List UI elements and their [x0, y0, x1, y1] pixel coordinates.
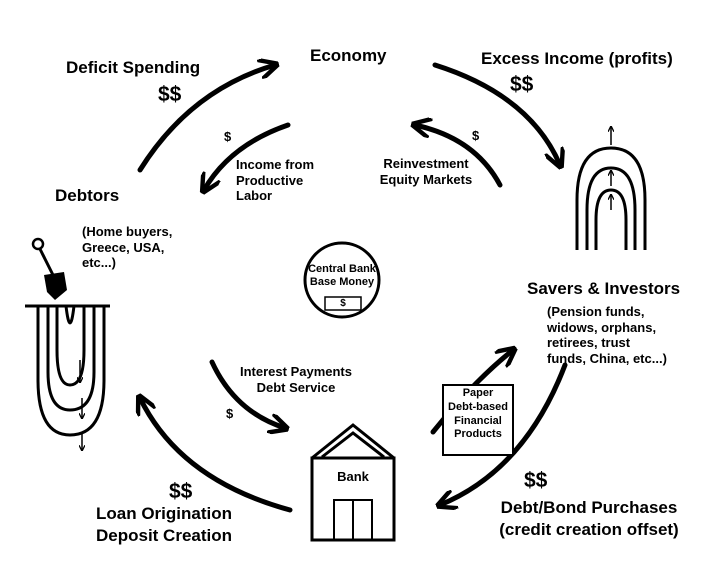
savers-examples: (Pension funds, widows, orphans, retiree…	[547, 304, 667, 366]
node-economy-label: Economy	[310, 46, 387, 65]
debtors-examples: (Home buyers, Greece, USA, etc...)	[82, 224, 173, 271]
interest-money-symbol: $	[226, 406, 234, 421]
central-bank-label: Central Bank Base Money	[308, 263, 376, 289]
shovel-icon	[31, 237, 67, 300]
paper-products-label: Paper Debt-based Financial Products	[448, 387, 508, 441]
savings-arch-icon	[575, 127, 647, 250]
reinvestment-label: Reinvestment Equity Markets	[379, 156, 473, 187]
deficit-spending-label: Deficit Spending	[66, 58, 201, 77]
arrow-loan-origination	[140, 398, 293, 513]
node-debtors-label: Debtors	[55, 186, 120, 205]
reinvestment-money-symbol: $	[472, 128, 480, 143]
interest-payments-label: Interest Payments Debt Service	[240, 364, 352, 395]
bond-money-symbol: $$	[524, 469, 548, 492]
node-bank-label: Bank	[337, 469, 369, 484]
node-savers-label: Savers & Investors	[527, 279, 681, 298]
excess-income-label: Excess Income (profits)	[481, 49, 673, 68]
arrow-excess-income	[432, 62, 560, 165]
bank-building-icon	[310, 423, 396, 542]
paper-products-box	[442, 384, 514, 456]
debt-hole-icon	[25, 304, 110, 450]
arrow-deficit-spending	[137, 65, 275, 173]
arrow-interest	[209, 359, 285, 428]
arrow-reinvestment	[415, 125, 503, 188]
deficit-money-symbol: $$	[158, 83, 182, 106]
loan-money-symbol: $$	[169, 480, 193, 503]
excess-money-symbol: $$	[510, 73, 534, 96]
loan-origination-label: Loan Origination Deposit Creation	[96, 504, 233, 546]
income-labor-money-symbol: $	[224, 129, 232, 144]
bond-purchases-label: Debt/Bond Purchases (credit creation off…	[499, 498, 679, 540]
income-labor-label: Income from Productive Labor	[236, 157, 315, 204]
central-bank-dollar: $	[340, 298, 346, 309]
central-bank-bill	[324, 296, 362, 311]
arrow-income-labor	[204, 122, 291, 190]
